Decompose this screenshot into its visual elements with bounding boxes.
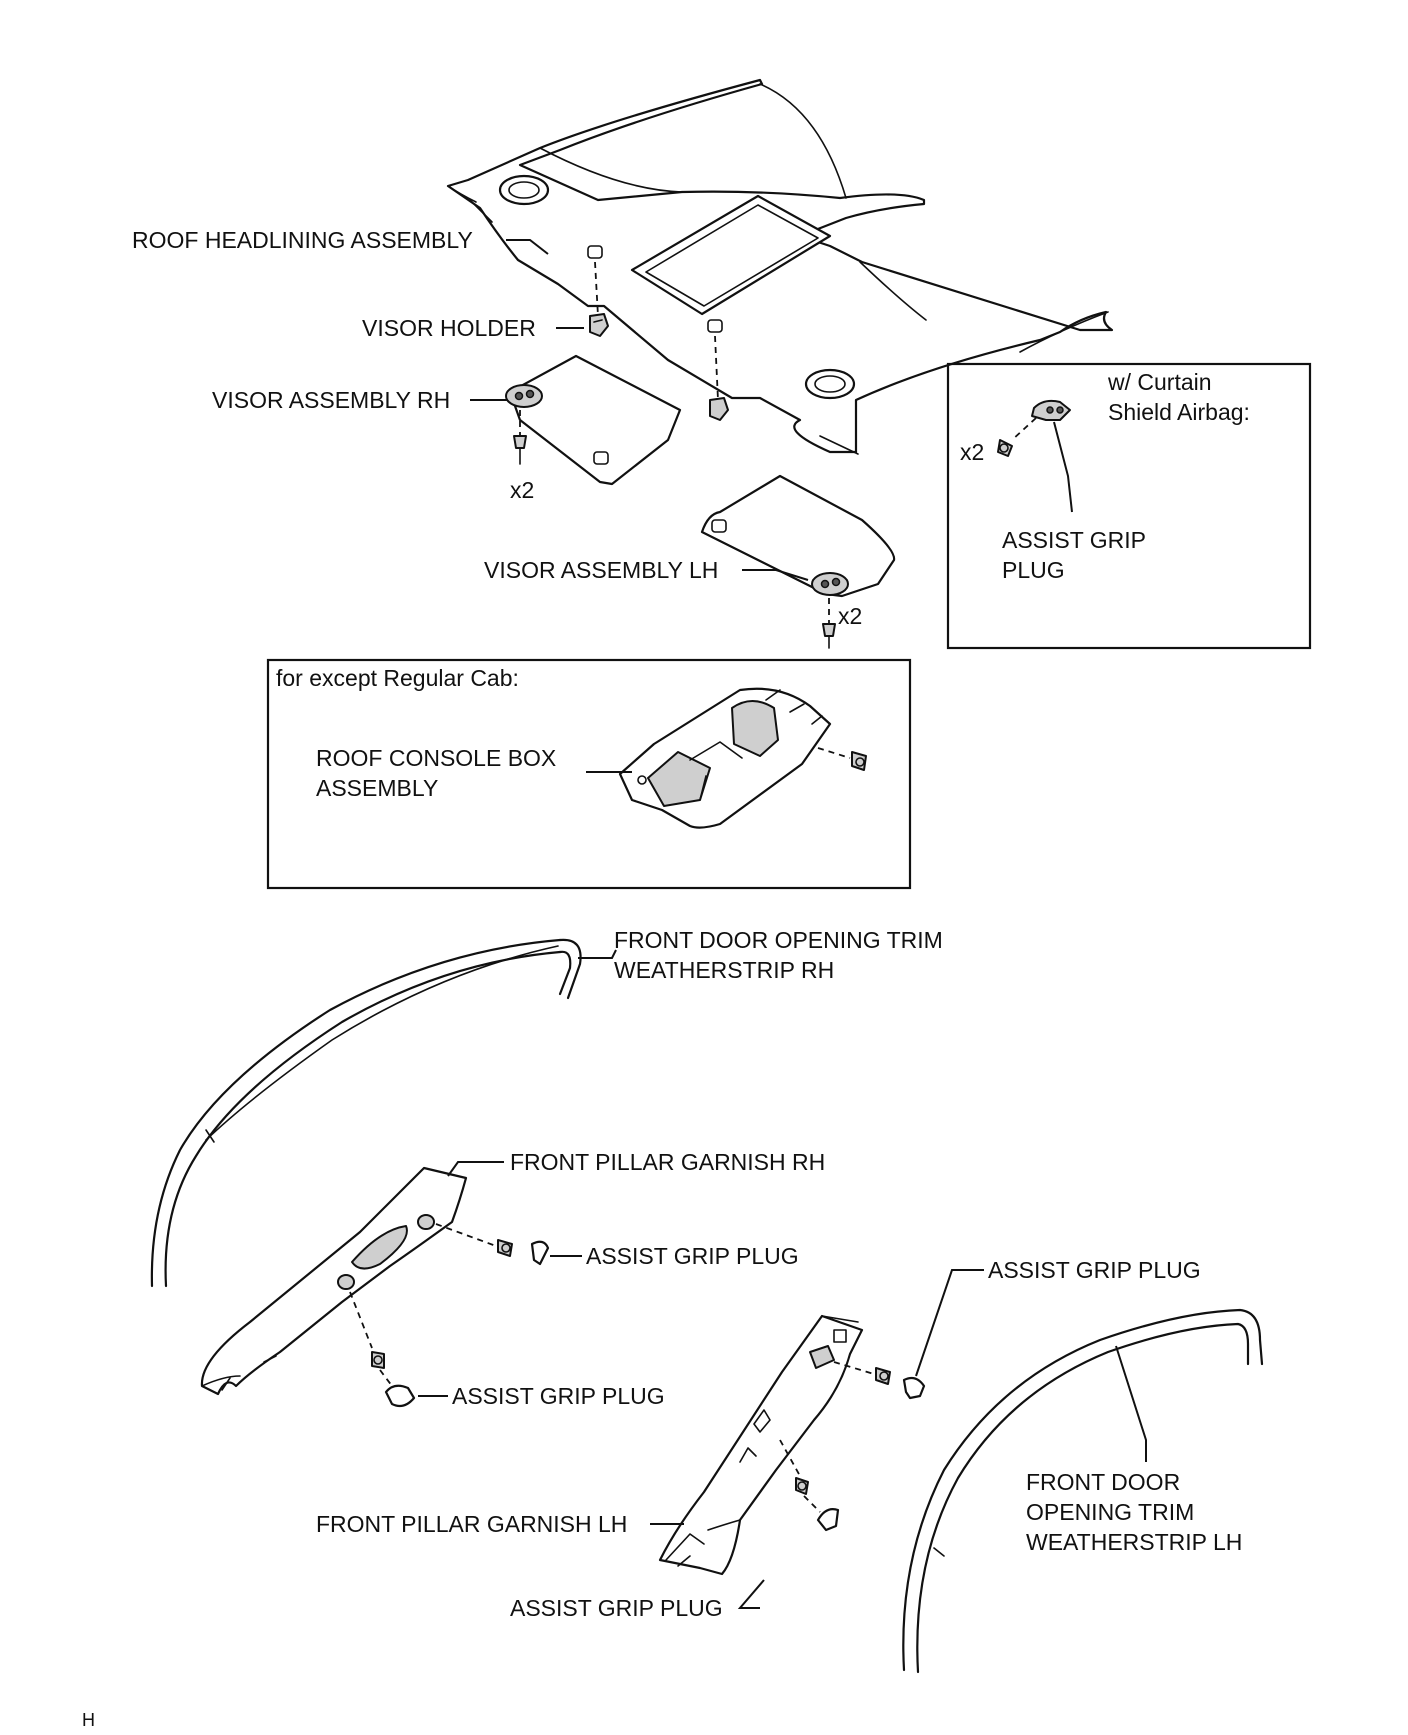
label-visor-rh-qty: x2 xyxy=(510,477,535,503)
visor-holder-part xyxy=(589,261,609,337)
pillar-garnish-rh-drawing xyxy=(200,1161,504,1396)
assist-grip-plug-4-part xyxy=(737,1495,840,1609)
label-front-door-lh-line1: FRONT DOOR xyxy=(1026,1469,1181,1495)
label-airbag-grip-line1: ASSIST GRIP xyxy=(1002,527,1147,553)
label-front-door-rh-line2: WEATHERSTRIP RH xyxy=(614,957,835,983)
label-airbag-qty: x2 xyxy=(960,439,985,465)
console-detail-box xyxy=(266,658,912,890)
assist-grip-plug-1-part xyxy=(530,1240,582,1266)
label-visor-lh-qty: x2 xyxy=(838,603,863,629)
label-airbag-grip-line2: PLUG xyxy=(1002,557,1065,583)
roof-console-box-drawing xyxy=(618,687,867,829)
label-front-door-lh-line3: WEATHERSTRIP LH xyxy=(1026,1529,1243,1555)
weatherstrip-lh-drawing xyxy=(902,1308,1264,1674)
weatherstrip-rh-drawing xyxy=(150,938,617,1288)
label-assist-grip-plug-3: ASSIST GRIP PLUG xyxy=(988,1257,1201,1283)
label-visor-holder: VISOR HOLDER xyxy=(362,315,536,341)
label-visor-rh: VISOR ASSEMBLY RH xyxy=(212,387,451,413)
pillar-garnish-lh-drawing xyxy=(650,1314,875,1576)
visor-holder-part-2 xyxy=(709,335,729,421)
label-assist-grip-plug-1: ASSIST GRIP PLUG xyxy=(586,1243,799,1269)
label-roof-headlining: ROOF HEADLINING ASSEMBLY xyxy=(132,227,473,253)
label-airbag-box-line1: w/ Curtain xyxy=(1108,369,1212,395)
label-front-door-rh-line1: FRONT DOOR OPENING TRIM xyxy=(614,927,943,953)
assist-grip-plug-3-part xyxy=(902,1269,984,1400)
roof-headlining-drawing xyxy=(446,78,1114,455)
console-screw-icon xyxy=(851,751,867,771)
screw-lh-icon xyxy=(822,623,836,649)
pillar-lh-screw-lower-icon xyxy=(795,1477,809,1495)
visor-assembly-rh-drawing xyxy=(505,354,682,486)
label-console-line2: ASSEMBLY xyxy=(316,775,439,801)
pillar-rh-screw-lower-icon xyxy=(371,1351,385,1369)
label-pillar-lh: FRONT PILLAR GARNISH LH xyxy=(316,1511,628,1537)
visor-assembly-lh-drawing xyxy=(700,474,896,649)
screw-rh-icon xyxy=(513,435,527,465)
label-pillar-rh: FRONT PILLAR GARNISH RH xyxy=(510,1149,826,1175)
label-visor-lh: VISOR ASSEMBLY LH xyxy=(484,557,719,583)
airbag-grip-plug-part xyxy=(997,399,1073,513)
assist-grip-plug-2-part xyxy=(379,1369,448,1408)
pillar-rh-screw-upper-icon xyxy=(497,1239,513,1257)
corner-mark: H xyxy=(82,1710,95,1730)
label-assist-grip-plug-4: ASSIST GRIP PLUG xyxy=(510,1595,723,1621)
label-front-door-lh-line2: OPENING TRIM xyxy=(1026,1499,1195,1525)
label-airbag-box-line2: Shield Airbag: xyxy=(1108,399,1250,425)
label-console-line1: ROOF CONSOLE BOX xyxy=(316,745,557,771)
label-console-box-title: for except Regular Cab: xyxy=(276,665,519,691)
airbag-detail-box xyxy=(946,362,1312,650)
label-assist-grip-plug-2: ASSIST GRIP PLUG xyxy=(452,1383,665,1409)
pillar-lh-screw-upper-icon xyxy=(875,1367,891,1385)
airbag-screw-icon xyxy=(997,439,1013,457)
